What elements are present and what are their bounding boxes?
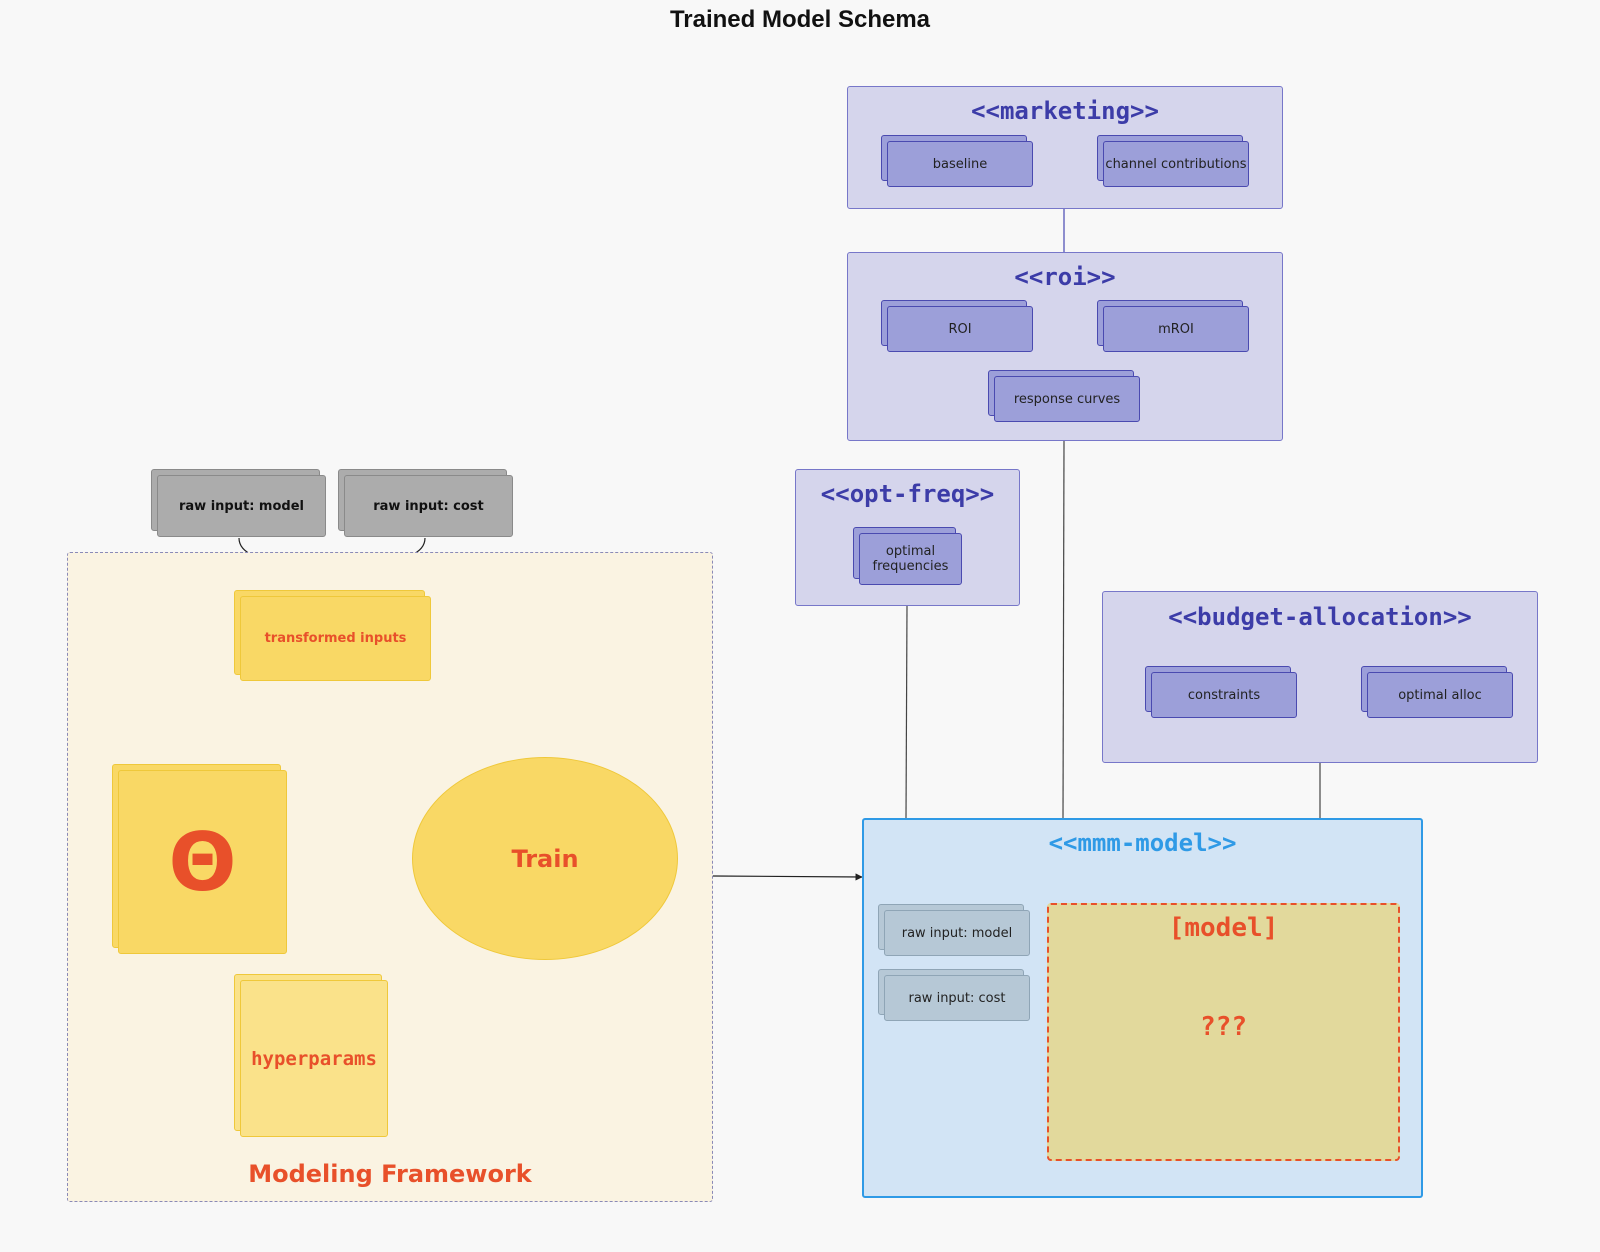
card-constraints-label: constraints [1151, 672, 1297, 718]
group-mmm-model-title: <<mmm-model>> [1048, 829, 1237, 857]
card-raw-input-cost[interactable]: raw input: cost [338, 469, 513, 537]
card-baseline[interactable]: baseline [881, 135, 1033, 187]
card-optimal-alloc[interactable]: optimal alloc [1361, 666, 1513, 718]
arrow-framework-mmm [712, 873, 863, 881]
card-response-curves-label: response curves [994, 376, 1140, 422]
card-mmm-raw-input-model-label: raw input: model [884, 910, 1030, 956]
card-optimal-frequencies-label: optimal frequencies [859, 533, 962, 585]
card-roi[interactable]: ROI [881, 300, 1033, 352]
model-box[interactable] [1047, 903, 1400, 1161]
card-roi-label: ROI [887, 306, 1033, 352]
card-response-curves[interactable]: response curves [988, 370, 1140, 422]
card-channel-contributions-label: channel contributions [1103, 141, 1249, 187]
card-raw-input-model[interactable]: raw input: model [151, 469, 326, 537]
group-roi-title: <<roi>> [1014, 263, 1116, 291]
group-marketing-title: <<marketing>> [971, 97, 1159, 125]
card-mmm-raw-input-model[interactable]: raw input: model [878, 904, 1030, 956]
link-optfreq-mmm [905, 605, 908, 819]
card-baseline-label: baseline [887, 141, 1033, 187]
group-opt-freq-title: <<opt-freq>> [820, 480, 995, 508]
modeling-framework-label: Modeling Framework [248, 1160, 532, 1188]
train-node[interactable]: Train [412, 757, 678, 960]
model-box-unknown: ??? [1200, 1012, 1247, 1042]
card-mroi-label: mROI [1103, 306, 1249, 352]
card-hyperparams-label: hyperparams [240, 980, 388, 1137]
diagram-title: Trained Model Schema [669, 6, 931, 33]
card-raw-input-cost-label: raw input: cost [344, 475, 513, 537]
card-transformed-inputs-label: transformed inputs [240, 596, 431, 681]
card-optimal-alloc-label: optimal alloc [1367, 672, 1513, 718]
card-mmm-raw-input-cost-label: raw input: cost [884, 975, 1030, 1021]
card-raw-input-model-label: raw input: model [157, 475, 326, 537]
card-transformed-inputs[interactable]: transformed inputs [234, 590, 431, 681]
card-constraints[interactable]: constraints [1145, 666, 1297, 718]
card-theta[interactable]: Θ [112, 764, 287, 954]
theta-symbol: Θ [118, 770, 287, 954]
card-mmm-raw-input-cost[interactable]: raw input: cost [878, 969, 1030, 1021]
card-hyperparams[interactable]: hyperparams [234, 974, 388, 1137]
group-budget-allocation-title: <<budget-allocation>> [1168, 603, 1472, 631]
model-box-title: [model] [1168, 913, 1279, 943]
link-roi-mmm [1062, 440, 1065, 819]
card-mroi[interactable]: mROI [1097, 300, 1249, 352]
card-optimal-frequencies[interactable]: optimal frequencies [853, 527, 962, 585]
card-channel-contributions[interactable]: channel contributions [1097, 135, 1249, 187]
